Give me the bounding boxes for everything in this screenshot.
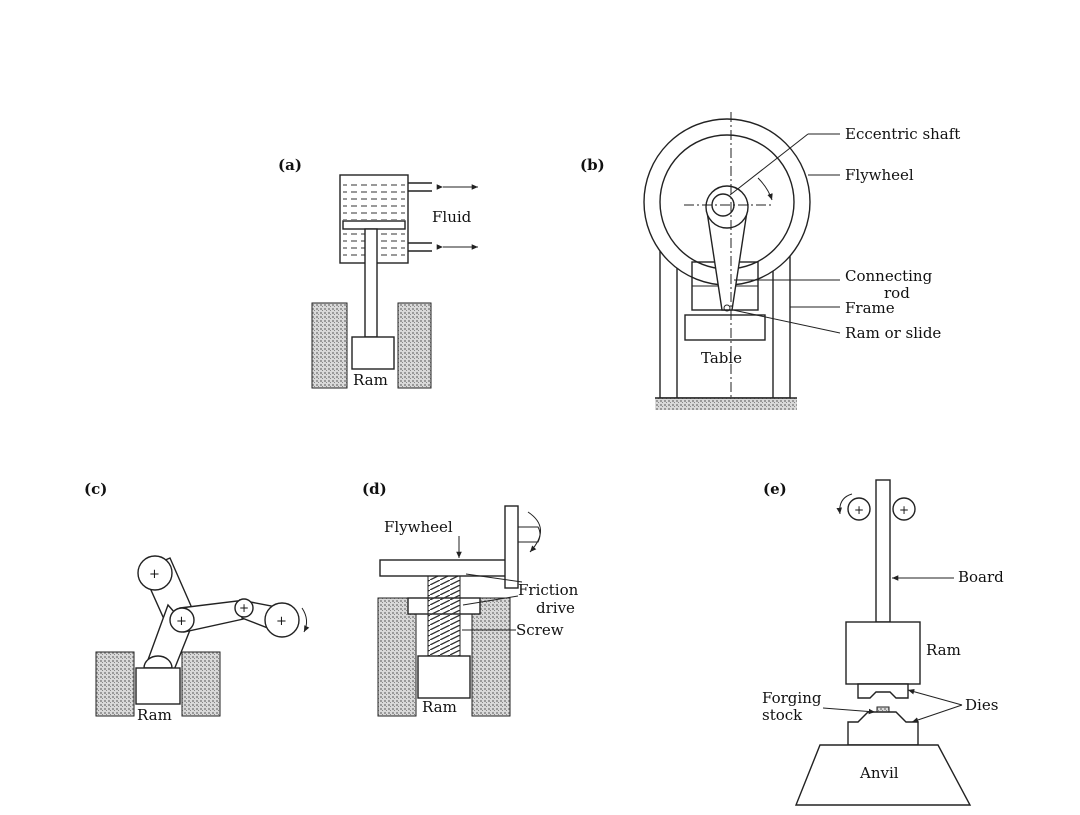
fluid-label: Fluid	[432, 208, 472, 226]
ram-or-slide-label: Ram or slide	[845, 324, 941, 342]
left-guide-d	[377, 597, 417, 717]
svg-text:+: +	[149, 567, 160, 582]
ram-label-a: Ram	[353, 371, 388, 389]
ram-label-d: Ram	[422, 698, 457, 716]
board-label: Board	[958, 568, 1004, 586]
table-label: Table	[701, 349, 742, 367]
right-guide	[397, 302, 432, 389]
friction-label-1: Friction	[518, 581, 579, 599]
anvil-block	[794, 744, 972, 806]
piston-rod	[364, 228, 378, 338]
lifting-board	[875, 479, 891, 623]
flywheel-label-d: Flywheel	[384, 518, 453, 536]
anvil-label: Anvil	[859, 764, 899, 782]
ram-block	[351, 336, 395, 370]
ram-label-c: Ram	[137, 706, 172, 724]
friction-label-2: drive	[536, 599, 575, 617]
fluid-upper	[343, 180, 405, 220]
piston-head	[342, 220, 406, 230]
upper-die	[857, 683, 909, 699]
forging-label-1: Forging	[762, 689, 822, 707]
panel-a-hydraulic-press: (a) Fluid Ram	[278, 156, 478, 389]
right-roll	[892, 497, 916, 521]
svg-text:+: +	[176, 614, 187, 629]
forging-label-2: stock	[762, 706, 803, 724]
panel-e-tag: (e)	[763, 480, 787, 498]
screw-thread	[427, 575, 461, 657]
fixed-pivot	[137, 555, 173, 591]
svg-text:+: +	[899, 503, 909, 517]
crank-wheel	[264, 602, 300, 638]
ram-slide	[684, 314, 766, 341]
svg-text:+: +	[239, 601, 249, 615]
ram-block-e	[845, 621, 921, 685]
left-roll	[847, 497, 871, 521]
connecting-rod-label-1: Connecting	[845, 267, 933, 285]
ground-b	[655, 398, 797, 410]
frame-label: Frame	[845, 299, 895, 317]
connecting-rod-label-2: rod	[884, 284, 910, 302]
panel-d-screw-press: (d) Ram Flywheel Friction drive Screw	[362, 480, 579, 717]
knuckle-joint	[169, 607, 195, 633]
flywheel-label-b: Flywheel	[845, 166, 914, 184]
screw-label: Screw	[516, 621, 564, 639]
panel-a-tag: (a)	[278, 156, 302, 174]
panel-b-mechanical-press: (b) Table Eccentric shaft Flywhee	[580, 112, 960, 412]
panel-e-drop-hammer: (e) + + Anvil Ram Board Dies Forging sto…	[762, 479, 1004, 806]
panel-d-tag: (d)	[362, 480, 387, 498]
panel-c-knuckle-press: (c) + + + + Ram	[84, 480, 310, 724]
right-guide-d	[471, 597, 511, 717]
right-guide-c	[181, 651, 221, 717]
eccentric-shaft-label: Eccentric shaft	[845, 125, 960, 143]
svg-text:+: +	[276, 614, 287, 629]
ram-block-c	[135, 667, 181, 705]
svg-text:+: +	[854, 503, 864, 517]
friction-disk	[504, 505, 519, 589]
link-pin	[234, 598, 254, 618]
dies-label: Dies	[965, 696, 998, 714]
panel-b-tag: (b)	[580, 156, 605, 174]
ram-block-d	[417, 655, 471, 699]
ram-label-e: Ram	[926, 641, 961, 659]
left-guide	[311, 302, 348, 389]
panel-c-tag: (c)	[84, 480, 107, 498]
lower-die	[847, 711, 919, 746]
flywheel-disk	[379, 559, 509, 577]
left-guide-c	[95, 651, 135, 717]
